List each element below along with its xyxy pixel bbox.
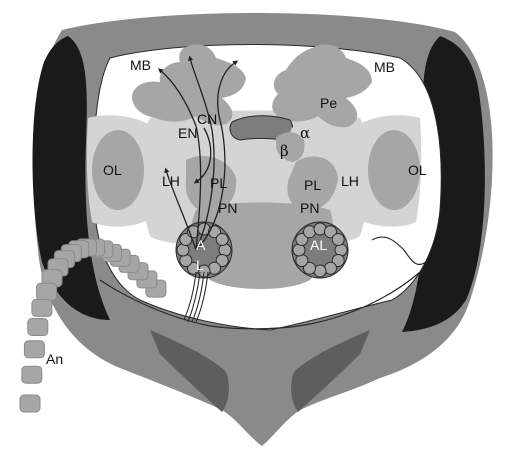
label-ol-left: OL (103, 162, 122, 178)
label-mb-left: MB (130, 57, 151, 73)
label-lh-right: LH (341, 173, 359, 189)
antenna-segment (24, 341, 44, 358)
label-lh-left: LH (162, 173, 180, 189)
glomerulus (332, 234, 344, 246)
antenna-segment (32, 299, 52, 316)
antenna-segment (28, 319, 48, 336)
antenna-segment (22, 366, 42, 383)
label-pn-right: PN (300, 200, 319, 216)
label-antennal-lobe-a: A (196, 237, 206, 253)
label-mb-right: MB (374, 59, 395, 75)
label-pl-right: PL (304, 177, 321, 193)
label-pe: Pe (320, 95, 337, 111)
label-antennal-lobe-l: L (196, 257, 204, 273)
label-ol-right: OL (408, 162, 427, 178)
label-cn: CN (197, 111, 217, 127)
label-antenna: An (46, 351, 63, 367)
antenna-segment (20, 395, 40, 412)
label-alpha: α (300, 124, 310, 142)
glomerulus (216, 234, 228, 246)
label-pn-left: PN (218, 200, 237, 216)
label-en: EN (178, 125, 197, 141)
antenna-segment (37, 283, 57, 300)
label-pl-left: PL (210, 175, 227, 191)
label-antennal-lobe-right: AL (310, 237, 327, 253)
label-beta: β (280, 142, 289, 160)
